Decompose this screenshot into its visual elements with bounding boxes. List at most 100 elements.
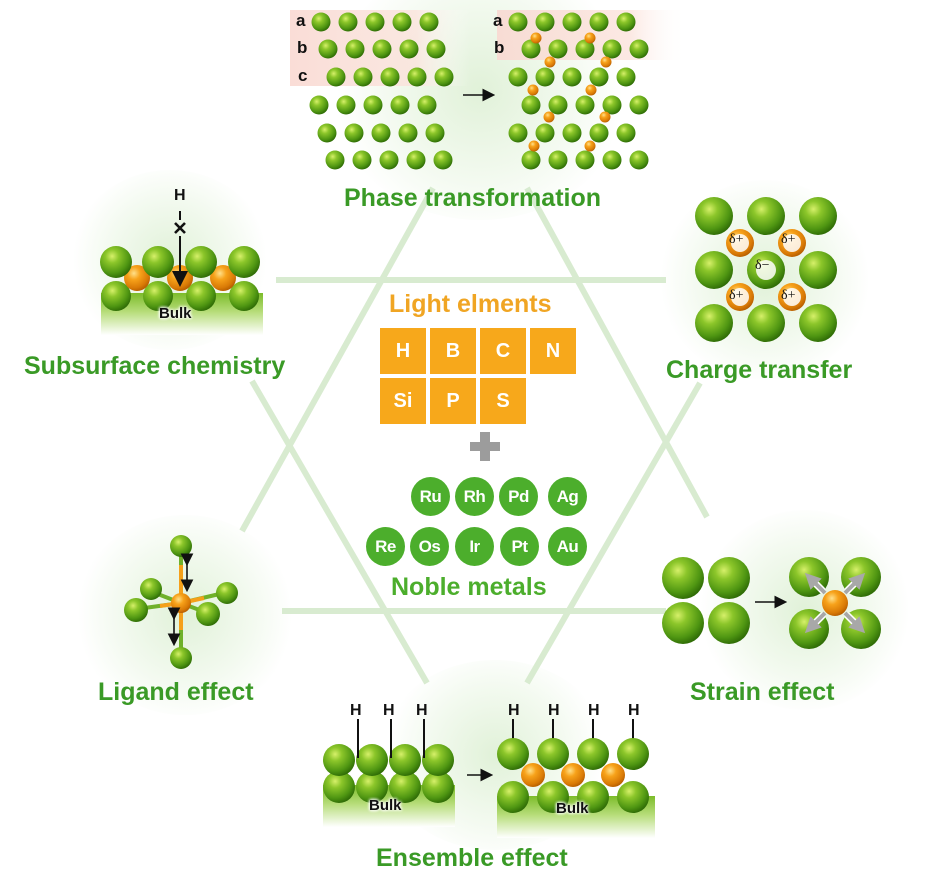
bulk-label: Bulk	[556, 800, 589, 817]
lattice-after	[508, 12, 649, 170]
lattice-atom	[309, 95, 329, 115]
lattice-atom	[508, 67, 528, 87]
lattice-atom	[363, 95, 383, 115]
lattice-atom	[575, 95, 595, 115]
ensemble-effect-title: Ensemble effect	[376, 844, 568, 872]
metal-circle-pd: Pd	[499, 477, 538, 516]
subsurface-art	[100, 211, 263, 335]
interstitial-atom	[584, 140, 596, 152]
lattice-atom	[380, 67, 400, 87]
charge-transfer-title: Charge transfer	[666, 356, 853, 384]
lattice-atom	[575, 150, 595, 170]
lattice-atom	[535, 12, 555, 32]
lattice-atom	[434, 67, 454, 87]
strain-art	[662, 557, 881, 649]
bulk-atom	[229, 281, 259, 311]
lattice-atom	[372, 39, 392, 59]
dopant-atom	[521, 763, 545, 787]
hydrogen-atom-label: H	[383, 702, 395, 719]
lattice-atom	[390, 95, 410, 115]
metal-circle-pt: Pt	[500, 527, 539, 566]
surface-atom	[323, 744, 355, 776]
strain-effect-title: Strain effect	[690, 678, 835, 706]
hexagram-line-down-left	[249, 379, 430, 685]
hexagram-line-up-left	[239, 186, 436, 533]
interstitial-atom	[527, 84, 539, 96]
bulk-atom	[577, 781, 609, 813]
lattice-atom	[419, 12, 439, 32]
bulk-atom	[101, 281, 131, 311]
metal-circle-os: Os	[410, 527, 449, 566]
lattice-atom	[562, 12, 582, 32]
metal-atom	[747, 197, 785, 235]
phase-transformation-title: Phase transformation	[344, 184, 602, 212]
noble-metals-title: Noble metals	[391, 573, 547, 601]
surface-atom	[497, 738, 529, 770]
hydrogen-atom-label: H	[508, 702, 520, 719]
metal-circle-rh: Rh	[455, 477, 494, 516]
metal-circle-re: Re	[366, 527, 405, 566]
lattice-atom	[353, 67, 373, 87]
bulk-atom	[497, 781, 529, 813]
surface-atom	[228, 246, 260, 278]
partial-positive-label: δ+	[781, 288, 796, 303]
metal-atom	[695, 304, 733, 342]
lattice-atom	[406, 150, 426, 170]
metal-circle-ir: Ir	[455, 527, 494, 566]
lattice-atom	[399, 39, 419, 59]
central-metal-atom	[171, 593, 191, 613]
surface-atom	[142, 246, 174, 278]
element-tile-c: C	[480, 328, 526, 374]
bulk-atom	[389, 771, 421, 803]
hydrogen-atom-label: H	[174, 187, 186, 204]
lattice-atom	[589, 67, 609, 87]
surface-atom	[617, 738, 649, 770]
lattice-atom	[616, 67, 636, 87]
lattice-atom	[379, 150, 399, 170]
dopant-atom	[601, 763, 625, 787]
metal-atom	[747, 304, 785, 342]
bulk-atom	[617, 781, 649, 813]
lattice-atom	[392, 12, 412, 32]
ligand-atom	[170, 535, 192, 557]
lattice-atom	[602, 95, 622, 115]
lattice-atom	[548, 150, 568, 170]
charge-label-backdrop	[783, 234, 801, 252]
plus-icon-vertical	[480, 432, 490, 461]
element-tile-h: H	[380, 328, 426, 374]
interstitial-atom	[528, 140, 540, 152]
bulk-label: Bulk	[159, 305, 192, 322]
ligand-atom	[140, 578, 162, 600]
lattice-atom	[521, 39, 541, 59]
element-tile-n: N	[530, 328, 576, 374]
lattice-atom	[338, 12, 358, 32]
surface-atom	[185, 246, 217, 278]
interstitial-atom	[585, 84, 597, 96]
bulk-atom	[356, 771, 388, 803]
lattice-atom	[345, 39, 365, 59]
hydrogen-atom-label: H	[548, 702, 560, 719]
lattice-atom	[521, 150, 541, 170]
metal-atom	[695, 251, 733, 289]
lattice-atom	[317, 123, 337, 143]
interstitial-atom	[600, 56, 612, 68]
interstitial-atom	[530, 32, 542, 44]
ensemble-art	[323, 719, 655, 838]
hydrogen-atom-label: H	[628, 702, 640, 719]
hydrogen-atom-label: H	[588, 702, 600, 719]
lattice-atom	[562, 123, 582, 143]
lattice-atom	[336, 95, 356, 115]
hydrogen-atom-label: H	[416, 702, 428, 719]
lattice-atom	[575, 39, 595, 59]
charge-label-backdrop	[731, 234, 749, 252]
metal-circle-ag: Ag	[548, 477, 587, 516]
lattice-atom	[326, 67, 346, 87]
element-tile-si: Si	[380, 378, 426, 424]
bulk-atom	[537, 781, 569, 813]
partial-negative-label: δ−	[755, 258, 770, 273]
surface-atom	[537, 738, 569, 770]
lattice-atom	[318, 39, 338, 59]
layer-label-b: b	[297, 38, 308, 57]
lattice-atom	[562, 67, 582, 87]
bulk-atom	[186, 281, 216, 311]
